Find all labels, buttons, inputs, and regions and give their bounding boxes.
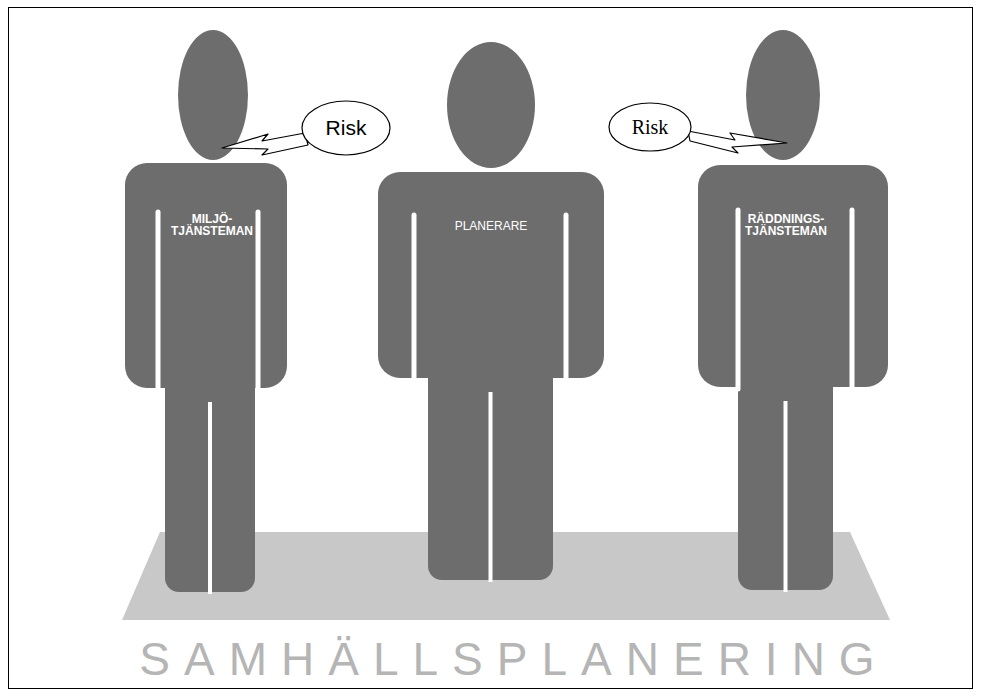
role-label: RÄDDNINGS- TJÄNSTEMAN xyxy=(745,213,827,237)
ground-title: SAMHÄLLSPLANERING xyxy=(139,632,888,686)
arm-gap xyxy=(156,212,161,390)
role-text: PLANERARE xyxy=(455,220,528,232)
speech-bubble: Risk xyxy=(301,100,391,156)
speech-text: Risk xyxy=(632,116,669,139)
bubble-ellipse xyxy=(609,103,691,151)
leg-gap xyxy=(784,401,788,592)
role-text: RÄDDNINGS- TJÄNSTEMAN xyxy=(745,213,827,237)
figures xyxy=(125,30,888,594)
role-label: PLANERARE xyxy=(455,220,528,232)
head xyxy=(447,42,535,168)
torso xyxy=(698,165,888,387)
bubble-ellipse xyxy=(302,101,390,155)
frame xyxy=(9,8,973,689)
torso xyxy=(125,163,287,388)
arm-gap xyxy=(850,210,855,389)
role-text: MILJÖ- TJÄNSTEMAN xyxy=(171,213,253,237)
speech-tail xyxy=(688,131,787,153)
person-figure xyxy=(125,30,287,594)
role-label: MILJÖ- TJÄNSTEMAN xyxy=(171,213,253,237)
arm-gap xyxy=(736,210,741,389)
leg-gap xyxy=(489,392,493,582)
arm-gap xyxy=(412,215,417,380)
leg-gap xyxy=(208,402,212,594)
person-figure xyxy=(378,42,604,582)
speech-bubble: Risk xyxy=(608,102,692,152)
person-figure xyxy=(698,30,888,592)
speech-tail xyxy=(222,133,308,155)
arm-gap xyxy=(256,212,261,390)
speech-text: Risk xyxy=(326,116,367,140)
arm-gap xyxy=(564,215,569,380)
head xyxy=(178,30,248,160)
